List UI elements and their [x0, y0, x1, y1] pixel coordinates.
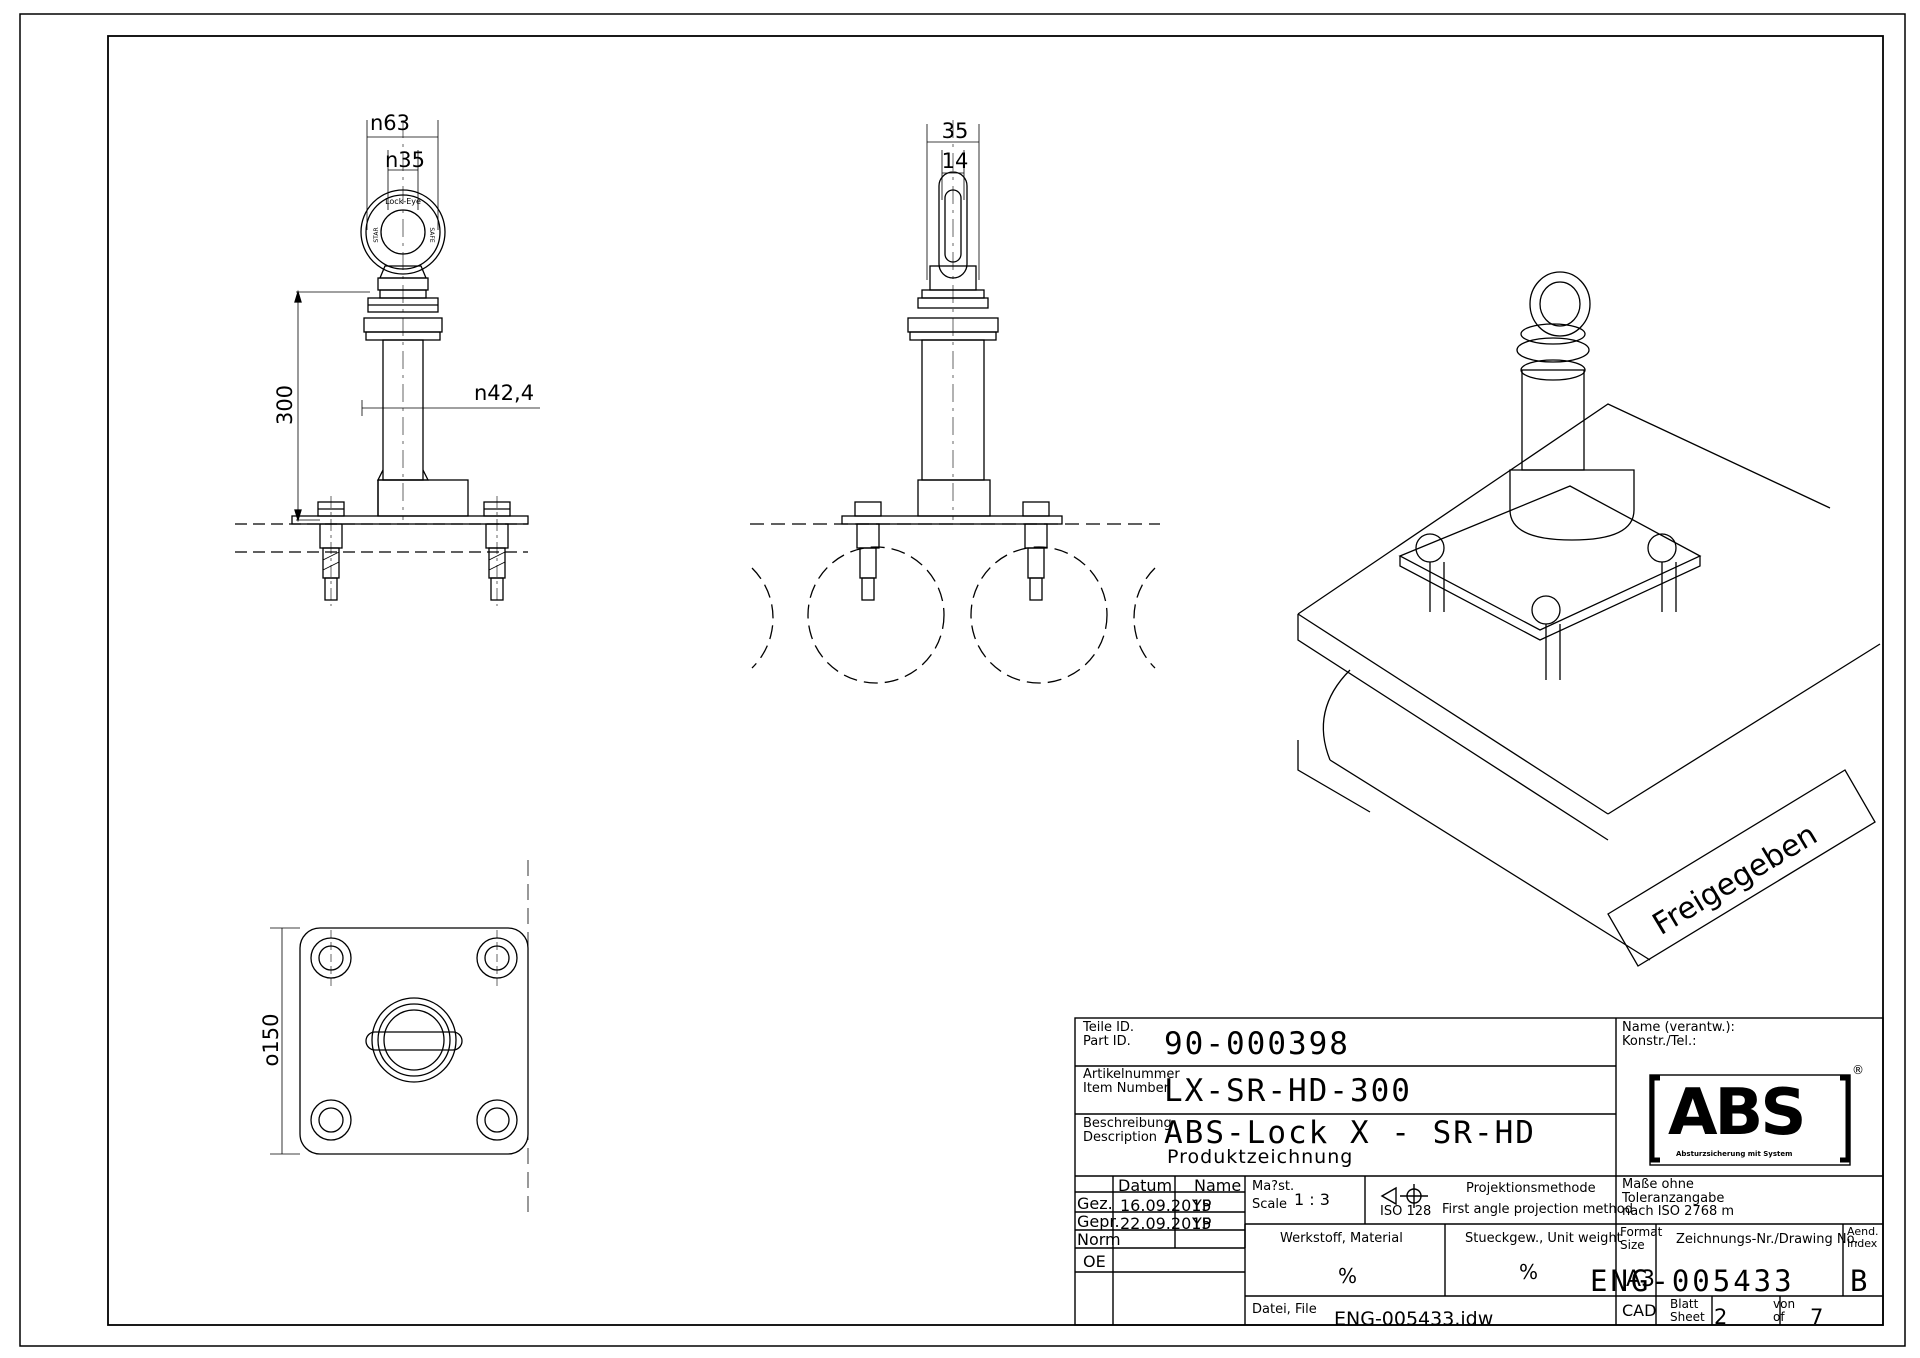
- index-value: B: [1850, 1264, 1871, 1298]
- description-value: ABS-Lock X - SR-HD: [1164, 1115, 1536, 1151]
- oe-label: OE: [1083, 1252, 1106, 1271]
- abs-logo-tagline: Absturzsicherung mit System: [1676, 1150, 1793, 1158]
- top-view: [270, 860, 529, 1220]
- dim-front-ring-inner: n35: [385, 148, 425, 172]
- sheet-label: Blatt Sheet: [1670, 1297, 1705, 1324]
- norm-label: Norm: [1077, 1230, 1121, 1249]
- of-value: 7: [1810, 1305, 1824, 1329]
- ring-engraving-top: Lock-Eye: [385, 197, 421, 206]
- format-label: Format Size: [1620, 1225, 1663, 1252]
- item-number-value: LX-SR-HD-300: [1164, 1073, 1412, 1109]
- dim-side-ring-inner: 14: [942, 149, 969, 173]
- file-value: ENG-005433.idw: [1334, 1308, 1494, 1330]
- of-label: von of: [1773, 1297, 1796, 1324]
- gepr-date: 22.09.2015: [1120, 1214, 1212, 1233]
- drawing-frame: [107, 35, 1884, 1326]
- side-view: [750, 120, 1160, 684]
- index-label: Aend. Index: [1847, 1225, 1879, 1250]
- responsible-label: Name (verantw.): Konstr./Tel.:: [1622, 1020, 1735, 1049]
- outer-border: [19, 13, 1906, 1347]
- drawing-number: ENG-005433: [1590, 1264, 1795, 1298]
- description-label: Beschreibung Description: [1083, 1116, 1172, 1145]
- dim-side-ring-width: 35: [942, 119, 969, 143]
- drawing-number-label: Zeichnungs-Nr./Drawing No.: [1676, 1232, 1859, 1247]
- projection-value: First angle projection method: [1442, 1202, 1633, 1217]
- projection-label: Projektionsmethode: [1466, 1181, 1596, 1196]
- title-block-grid: [1074, 1017, 1884, 1326]
- ring-engraving-right: SAFE: [428, 227, 435, 242]
- file-label: Datei, File: [1252, 1302, 1317, 1317]
- dim-height: 300: [273, 385, 297, 425]
- scale-value: 1 : 3: [1294, 1190, 1330, 1209]
- tolerance-note: Maße ohne Toleranzangabe nach ISO 2768 m: [1622, 1177, 1735, 1220]
- item-number-label: Artikelnummer Item Number: [1083, 1067, 1180, 1096]
- datum-header: Datum: [1118, 1176, 1173, 1195]
- weight-label: Stueckgew., Unit weight: [1465, 1231, 1622, 1246]
- dim-post-diameter: n42,4: [474, 381, 534, 405]
- material-value: %: [1338, 1264, 1358, 1288]
- cad-label: CAD: [1622, 1301, 1657, 1320]
- iso-label: ISO 128: [1380, 1204, 1432, 1219]
- description-sub: Produktzeichnung: [1167, 1146, 1354, 1168]
- dim-plate-size: o150: [259, 1014, 283, 1067]
- scale-label: Ma?st. Scale: [1252, 1179, 1295, 1212]
- abs-logo: ABS: [1668, 1076, 1806, 1150]
- ring-engraving-left: STAR: [373, 227, 380, 242]
- sheet-value: 2: [1714, 1305, 1728, 1329]
- dim-front-ring-outer: n63: [370, 111, 410, 135]
- format-value: A3: [1626, 1267, 1656, 1292]
- part-id-label: Teile ID. Part ID.: [1083, 1020, 1135, 1049]
- gez-name: YP: [1192, 1196, 1212, 1215]
- gepr-label: Gepr.: [1077, 1212, 1120, 1231]
- weight-value: %: [1519, 1260, 1539, 1284]
- gez-date: 16.09.2015: [1120, 1196, 1212, 1215]
- stamp-released: Freigegeben: [1647, 817, 1824, 942]
- abs-logo-registered: ®: [1852, 1063, 1864, 1077]
- part-id-value: 90-000398: [1164, 1026, 1350, 1062]
- isometric-view: [1297, 271, 1881, 967]
- front-view: [235, 120, 540, 606]
- gez-label: Gez.: [1077, 1194, 1113, 1213]
- gepr-name: YP: [1192, 1214, 1212, 1233]
- material-label: Werkstoff, Material: [1280, 1231, 1403, 1246]
- name-header: Name: [1194, 1176, 1242, 1195]
